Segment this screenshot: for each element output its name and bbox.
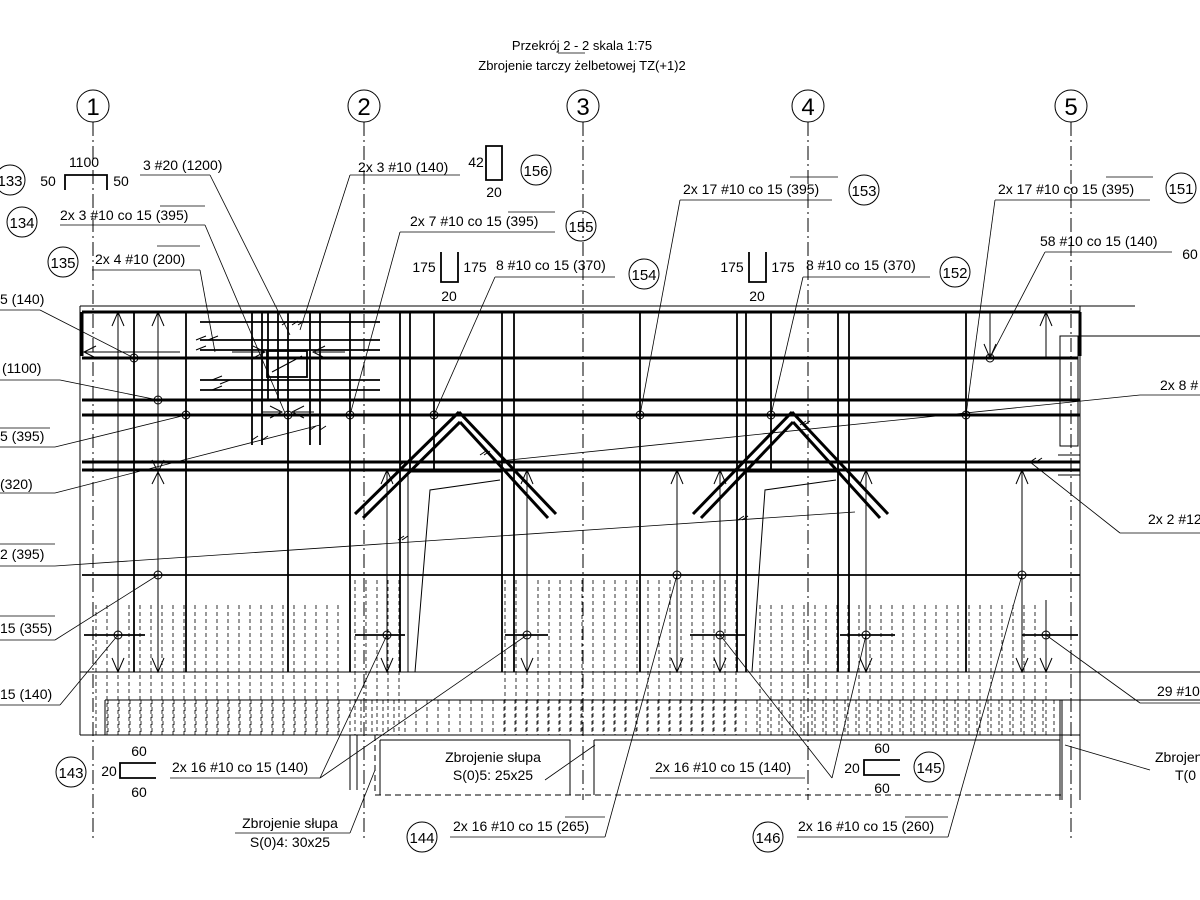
column-s5-dim: S(0)5: 25x25 bbox=[453, 767, 533, 783]
label-152: 8 #10 co 15 (370) bbox=[806, 257, 916, 273]
shape-dim: 20 bbox=[749, 288, 765, 304]
label-2x3-140: 2x 3 #10 (140) bbox=[358, 159, 448, 175]
shape-dim: 50 bbox=[113, 173, 129, 189]
column-t-title: Zbrojeni bbox=[1155, 749, 1200, 765]
label-overlines bbox=[0, 176, 1153, 818]
position-markers: 133 134 135 156 155 154 153 152 151 143 … bbox=[0, 154, 1197, 853]
marker-133: 133 bbox=[0, 173, 23, 190]
bar-shape-145: 60 20 60 bbox=[844, 740, 900, 796]
marker-155: 155 bbox=[568, 219, 593, 236]
vertical-bars bbox=[133, 312, 967, 672]
shape-dim: 20 bbox=[486, 184, 502, 200]
bar-shape-155: 175 175 20 bbox=[412, 252, 487, 304]
column-s5-title: Zbrojenie słupa bbox=[445, 749, 541, 765]
label-143: 2x 16 #10 co 15 (140) bbox=[172, 759, 308, 775]
label-134: 2x 3 #10 co 15 (395) bbox=[60, 207, 188, 223]
label-146: 2x 16 #10 co 15 (260) bbox=[798, 818, 934, 834]
label-135: 2x 4 #10 (200) bbox=[95, 251, 185, 267]
shape-dim: 20 bbox=[844, 760, 860, 776]
bar-shape-143: 60 20 60 bbox=[101, 743, 156, 800]
stirrup-hatching bbox=[95, 580, 1055, 735]
bar-shape-156: 42 20 bbox=[468, 145, 503, 200]
leader-lines bbox=[0, 174, 1200, 838]
label-left-5: 2 (395) bbox=[0, 546, 44, 562]
bar-shape-133: 1100 50 50 bbox=[40, 154, 129, 190]
marker-146: 146 bbox=[755, 830, 780, 847]
bar-dots bbox=[84, 353, 1078, 640]
shape-dim: 60 bbox=[1182, 246, 1198, 262]
marker-153: 153 bbox=[851, 183, 876, 200]
shape-dim: 175 bbox=[720, 259, 744, 275]
drawing-subtitle: Zbrojenie tarczy żelbetowej TZ(+1)2 bbox=[478, 58, 686, 73]
label-left-4: (320) bbox=[0, 476, 33, 492]
label-153: 2x 17 #10 co 15 (395) bbox=[683, 181, 819, 197]
label-right-3: 29 #10 bbox=[1157, 683, 1200, 699]
marker-145: 145 bbox=[916, 760, 941, 777]
axis-label: 3 bbox=[576, 94, 589, 121]
top-bars bbox=[80, 310, 1082, 576]
marker-144: 144 bbox=[409, 830, 434, 847]
axis-label: 2 bbox=[357, 94, 370, 121]
label-144: 2x 16 #10 co 15 (265) bbox=[453, 818, 589, 834]
axis-label: 1 bbox=[86, 94, 99, 121]
shape-dim: 20 bbox=[101, 763, 117, 779]
distribution-arrows bbox=[82, 310, 1053, 674]
label-3x20: 3 #20 (1200) bbox=[143, 157, 222, 173]
shape-dim: 175 bbox=[412, 259, 436, 275]
label-155: 2x 7 #10 co 15 (395) bbox=[410, 213, 538, 229]
shape-dim: 20 bbox=[441, 288, 457, 304]
bar-labels: 3 #20 (1200) 2x 3 #10 (140) 2x 3 #10 co … bbox=[0, 157, 1200, 850]
drawing-title: Przekrój 2 - 2 skala 1:75 bbox=[512, 38, 652, 53]
marker-151: 151 bbox=[1168, 181, 1193, 198]
shape-dim: 60 bbox=[874, 780, 890, 796]
column-outlines bbox=[349, 700, 1062, 800]
bar-shape-152: 175 175 20 bbox=[720, 252, 795, 304]
axis-markers: 1 2 3 4 5 bbox=[76, 89, 1088, 123]
marker-154: 154 bbox=[631, 267, 656, 284]
label-left-2: (1100) bbox=[2, 360, 41, 376]
column-t-dim: T(0 bbox=[1175, 767, 1196, 783]
label-right-1: 2x 8 # bbox=[1160, 377, 1198, 393]
shape-dim: 60 bbox=[131, 784, 147, 800]
marker-143: 143 bbox=[58, 765, 83, 782]
label-151: 2x 17 #10 co 15 (395) bbox=[998, 181, 1134, 197]
label-right-2: 2x 2 #12 bbox=[1148, 511, 1200, 527]
axis-label: 4 bbox=[801, 94, 814, 121]
shape-dim: 50 bbox=[40, 173, 56, 189]
label-58: 58 #10 co 15 (140) bbox=[1040, 233, 1158, 249]
marker-134: 134 bbox=[9, 215, 34, 232]
label-left-1: 5 (140) bbox=[0, 291, 44, 307]
shape-dim: 42 bbox=[468, 154, 484, 170]
axis-label: 5 bbox=[1064, 94, 1077, 121]
shape-dim: 175 bbox=[463, 259, 487, 275]
shape-dim: 1100 bbox=[69, 154, 99, 170]
marker-135: 135 bbox=[50, 255, 75, 272]
marker-156: 156 bbox=[523, 163, 548, 180]
label-145: 2x 16 #10 co 15 (140) bbox=[655, 759, 791, 775]
column-s4-title: Zbrojenie słupa bbox=[242, 815, 338, 831]
label-left-3: 5 (395) bbox=[0, 428, 44, 444]
label-left-7: 15 (140) bbox=[0, 686, 52, 702]
marker-152: 152 bbox=[942, 265, 967, 282]
shape-dim: 175 bbox=[771, 259, 795, 275]
shape-dim: 60 bbox=[131, 743, 147, 759]
label-left-6: 15 (355) bbox=[0, 620, 52, 636]
column-s4-dim: S(0)4: 30x25 bbox=[250, 834, 330, 850]
openings bbox=[266, 350, 839, 673]
shape-dim: 60 bbox=[874, 740, 890, 756]
label-154: 8 #10 co 15 (370) bbox=[496, 257, 606, 273]
bar-ticks bbox=[195, 320, 1043, 541]
